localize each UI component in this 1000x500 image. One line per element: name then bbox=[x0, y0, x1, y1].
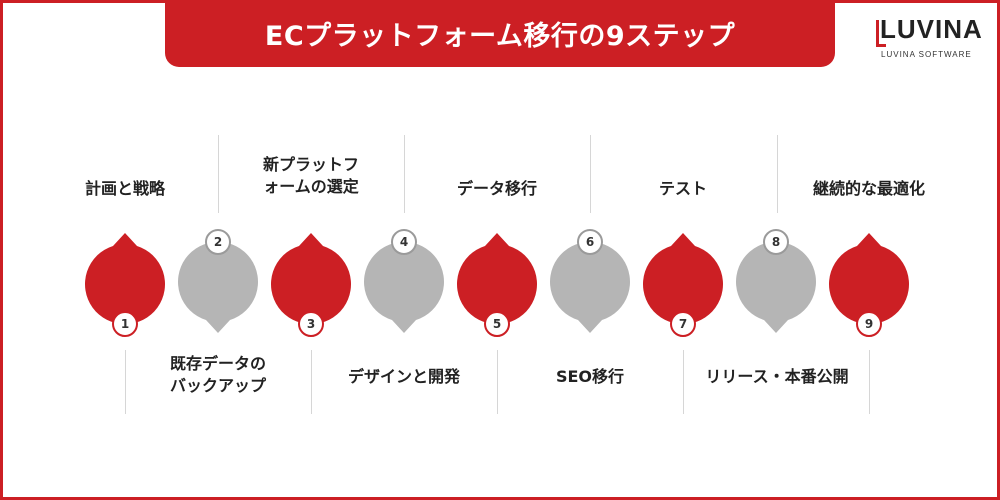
step-number-9: 9 bbox=[856, 311, 882, 337]
step-marker-6 bbox=[550, 233, 630, 333]
step-marker-5 bbox=[457, 233, 537, 333]
logo-tagline: LUVINA SOFTWARE bbox=[881, 50, 972, 59]
top-separator bbox=[404, 135, 405, 213]
step-label-8: リリース・本番公開 bbox=[705, 367, 849, 386]
top-separator bbox=[777, 135, 778, 213]
bottom-separator bbox=[683, 350, 684, 414]
title-banner: ECプラットフォーム移行の9ステップ bbox=[165, 0, 835, 67]
top-separator bbox=[218, 135, 219, 213]
step-marker-2 bbox=[178, 233, 258, 333]
step-label-4: デザインと開発 bbox=[347, 367, 460, 386]
step-marker-4 bbox=[364, 233, 444, 333]
bottom-separator bbox=[497, 350, 498, 414]
logo-wordmark: LUVINA bbox=[880, 14, 983, 44]
step-marker-1 bbox=[85, 233, 165, 333]
step-number-2: 2 bbox=[205, 229, 231, 255]
page-title: ECプラットフォーム移行の9ステップ bbox=[264, 21, 736, 52]
step-number-3: 3 bbox=[298, 311, 324, 337]
step-marker-9 bbox=[829, 233, 909, 333]
bottom-separator bbox=[311, 350, 312, 414]
step-number-1: 1 bbox=[112, 311, 138, 337]
step-number-8: 8 bbox=[763, 229, 789, 255]
step-marker-3 bbox=[271, 233, 351, 333]
step-label-5: データ移行 bbox=[456, 179, 537, 198]
step-number-6: 6 bbox=[577, 229, 603, 255]
step-marker-7 bbox=[643, 233, 723, 333]
step-label-1: 計画と戦略 bbox=[84, 179, 165, 198]
step-number-5: 5 bbox=[484, 311, 510, 337]
bottom-separator bbox=[869, 350, 870, 414]
step-label-6: SEO移行 bbox=[555, 367, 625, 386]
step-number-4: 4 bbox=[391, 229, 417, 255]
step-marker-8 bbox=[736, 233, 816, 333]
step-label-7: テスト bbox=[658, 179, 707, 198]
luvina-logo: LUVINA LUVINA SOFTWARE bbox=[876, 14, 982, 64]
bottom-separator bbox=[125, 350, 126, 414]
logo-mark-icon bbox=[876, 20, 886, 47]
step-label-9: 継続的な最適化 bbox=[812, 179, 925, 198]
step-number-7: 7 bbox=[670, 311, 696, 337]
step-label-3: 新プラットフ ォームの選定 bbox=[262, 155, 359, 196]
top-separator bbox=[590, 135, 591, 213]
step-label-2: 既存データの バックアップ bbox=[169, 354, 266, 395]
